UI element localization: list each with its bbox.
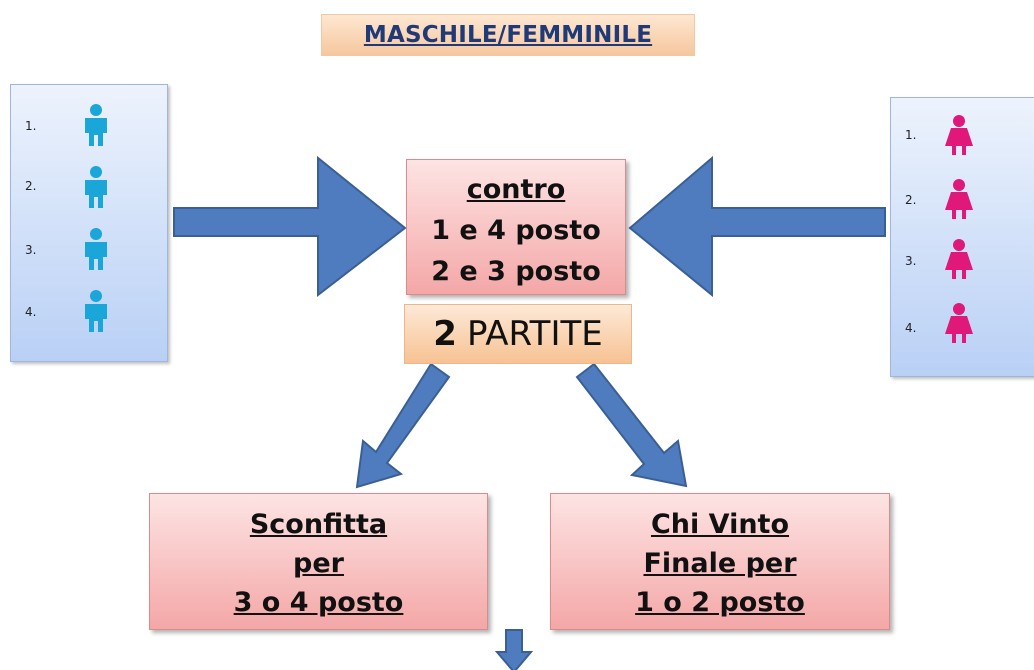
arrow-down-right (575, 362, 688, 488)
male-person-icon (85, 290, 107, 332)
losers-line-1: Sconfitta (249, 509, 388, 540)
female-player-number: 3. (905, 254, 917, 268)
male-person-icon (85, 228, 107, 270)
female-player-number: 4. (905, 321, 917, 335)
matchup-line-1: 1 e 4 posto (431, 215, 601, 246)
arrow-down-left (355, 362, 451, 489)
male-player-number: 3. (25, 243, 37, 257)
matches-label: PARTITE (466, 314, 603, 354)
male-players-panel: 1. 2. 3. 4. (10, 84, 168, 362)
female-person-icon (945, 115, 973, 155)
matchup-line-2: 2 e 3 posto (431, 256, 601, 287)
male-player-number: 1. (25, 119, 37, 133)
matches-count: 2 (433, 314, 457, 354)
matches-count-box: 2 PARTITE (404, 304, 632, 364)
winners-line-1: Chi Vinto (650, 509, 790, 540)
matchup-box: contro 1 e 4 posto 2 e 3 posto (406, 159, 626, 295)
title-box: MASCHILE/FEMMINILE (321, 14, 695, 56)
winners-line-2: Finale per (643, 548, 797, 579)
female-person-icon (945, 179, 973, 219)
losers-final-box: Sconfitta per 3 o 4 posto (149, 493, 488, 630)
arrow-left (628, 155, 886, 298)
arrow-right (173, 155, 407, 298)
arrow-down-bottom (494, 629, 534, 670)
female-player-number: 1. (905, 128, 917, 142)
losers-line-2: per (293, 548, 344, 579)
male-person-icon (85, 166, 107, 208)
diagram-title: MASCHILE/FEMMINILE (363, 22, 653, 48)
male-player-number: 2. (25, 179, 37, 193)
winners-line-3: 1 o 2 posto (635, 587, 805, 618)
female-person-icon (945, 239, 973, 279)
female-person-icon (945, 303, 973, 343)
male-player-number: 4. (25, 305, 37, 319)
matchup-heading: contro (466, 174, 566, 205)
winners-final-box: Chi Vinto Finale per 1 o 2 posto (550, 493, 890, 630)
male-person-icon (85, 104, 107, 146)
losers-line-3: 3 o 4 posto (233, 587, 404, 618)
female-player-number: 2. (905, 193, 917, 207)
female-players-panel: 1. 2. 3. 4. (890, 97, 1034, 377)
